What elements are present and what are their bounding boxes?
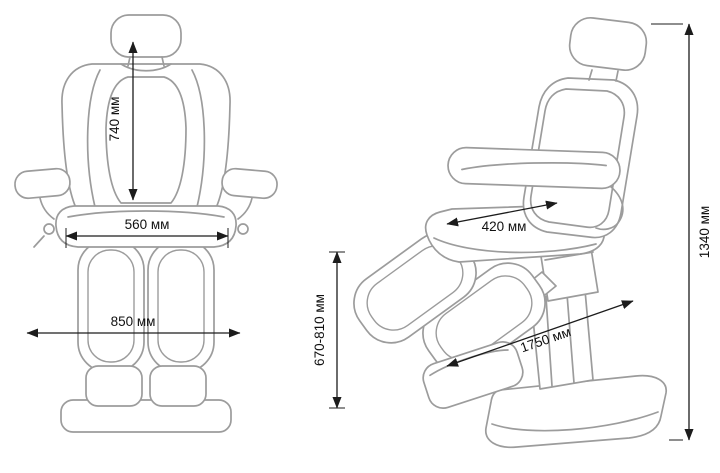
front-right-foot-pad bbox=[149, 365, 207, 407]
front-right-knob bbox=[237, 223, 249, 235]
front-left-knob bbox=[43, 223, 55, 235]
front-left-armrest bbox=[14, 167, 71, 200]
dim-label-740: 740 мм bbox=[107, 97, 122, 142]
side-armrest-support bbox=[595, 185, 624, 231]
front-left-foot-pad bbox=[85, 365, 143, 407]
front-left-lever bbox=[33, 235, 45, 248]
dim-seat-depth: 420 мм bbox=[446, 200, 558, 234]
side-armrest-edge bbox=[461, 162, 607, 171]
front-right-armrest bbox=[221, 167, 278, 200]
front-right-armrest-support bbox=[237, 197, 253, 220]
front-back-cushion bbox=[105, 76, 187, 204]
dim-seat-height-range: 670-810 мм bbox=[312, 251, 345, 409]
side-armrest-pad bbox=[447, 146, 621, 190]
side-headrest-stem bbox=[588, 69, 619, 82]
front-left-armrest-support bbox=[39, 197, 55, 220]
front-left-legrest-pad bbox=[87, 249, 135, 363]
dim-base-width: 850 мм bbox=[26, 314, 241, 338]
front-seat-edge bbox=[67, 210, 225, 218]
dim-line-1750 bbox=[446, 300, 634, 367]
dim-seat-width: 560 мм bbox=[65, 217, 229, 248]
side-base-edge bbox=[491, 411, 659, 432]
side-armrest bbox=[447, 146, 621, 190]
side-seat-edge bbox=[433, 237, 597, 254]
side-headrest-pad bbox=[568, 16, 648, 72]
dim-label-850: 850 мм bbox=[111, 314, 156, 329]
dim-label-420: 420 мм bbox=[482, 219, 527, 234]
front-right-legrest-pad bbox=[157, 249, 205, 363]
dim-label-670-810: 670-810 мм bbox=[312, 294, 327, 366]
dim-line-420 bbox=[446, 200, 558, 227]
front-base-plate bbox=[60, 399, 232, 433]
dim-overall-height: 1340 мм bbox=[651, 23, 712, 441]
front-backrest-right-bolster bbox=[191, 69, 206, 208]
dim-label-1340: 1340 мм bbox=[697, 206, 712, 258]
dim-backrest-height: 740 мм bbox=[107, 41, 138, 201]
side-base bbox=[485, 374, 667, 449]
front-headrest bbox=[110, 14, 182, 58]
front-backrest-left-bolster bbox=[86, 69, 101, 208]
side-backrest-stitch bbox=[529, 88, 626, 229]
dim-label-560: 560 мм bbox=[125, 217, 170, 232]
side-headrest bbox=[568, 16, 648, 72]
front-shoulder-notch bbox=[120, 63, 172, 72]
